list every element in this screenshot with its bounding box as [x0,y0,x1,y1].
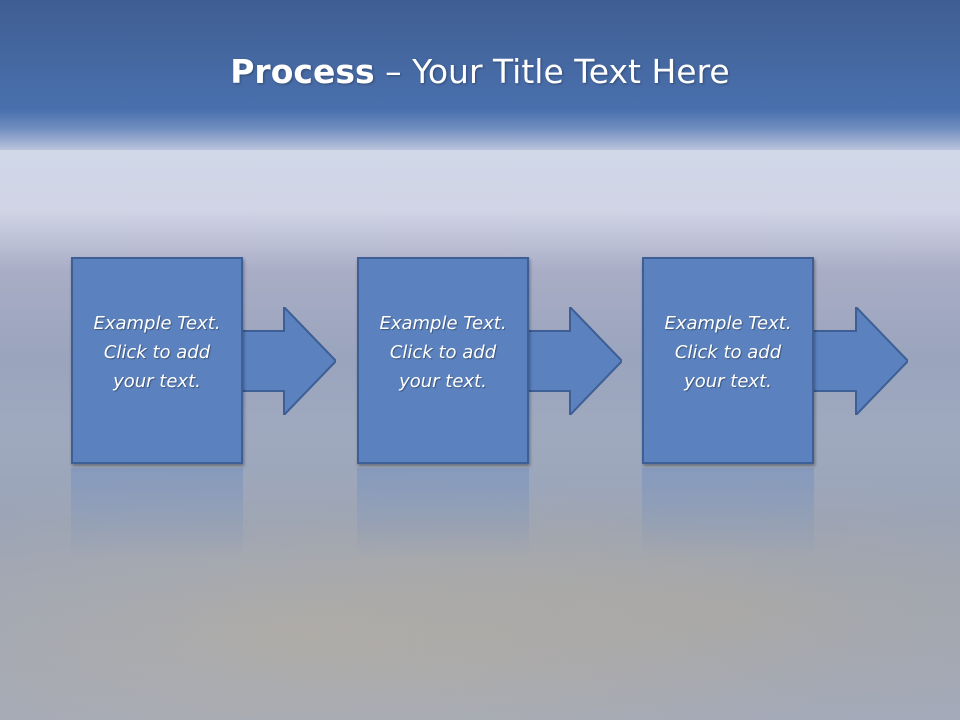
city-background [0,440,960,720]
step-reflection [71,468,243,558]
slide-title[interactable]: Process – Your Title Text Here [0,52,960,91]
step-reflection [357,468,529,558]
arrow-right-icon [526,307,622,415]
step-text-3[interactable]: Example Text. Click to add your text. [644,309,812,396]
step-box-2[interactable]: Example Text. Click to add your text. [357,257,529,464]
step-line: Example Text. [93,313,221,334]
step-text-1[interactable]: Example Text. Click to add your text. [73,309,241,396]
step-line: Example Text. [379,313,507,334]
title-bold: Process [230,52,375,91]
step-line: Click to add [103,342,211,363]
arrow-right-icon [812,307,908,415]
sky-haze [0,150,960,270]
arrow-right-icon [240,307,336,415]
step-line: Example Text. [664,313,792,334]
step-line: your text. [399,371,487,392]
step-reflection [642,468,814,558]
step-line: your text. [684,371,772,392]
step-line: Click to add [674,342,782,363]
step-box-1[interactable]: Example Text. Click to add your text. [71,257,243,464]
step-box-3[interactable]: Example Text. Click to add your text. [642,257,814,464]
title-rest: – Your Title Text Here [374,52,730,91]
step-text-2[interactable]: Example Text. Click to add your text. [359,309,527,396]
step-line: Click to add [389,342,497,363]
step-line: your text. [113,371,201,392]
